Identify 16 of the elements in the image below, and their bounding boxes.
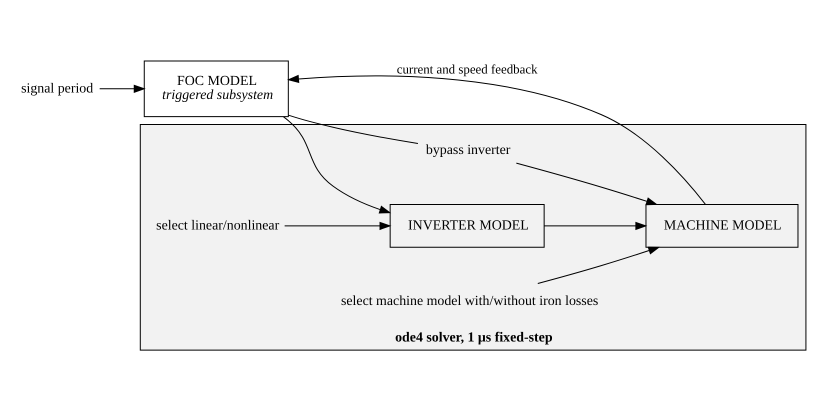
node-box: INVERTER MODEL	[390, 204, 545, 248]
node-text: bypass inverter	[426, 143, 510, 158]
node-text: signal period	[21, 81, 94, 96]
arrow	[282, 116, 392, 214]
arrow	[284, 222, 392, 230]
arrow	[287, 74, 706, 206]
arrow	[544, 222, 648, 230]
edge-label: current and speed feedback	[396, 61, 538, 76]
connector	[288, 114, 418, 144]
arrow	[537, 246, 660, 284]
node-text: select linear/nonlinear	[156, 218, 280, 234]
node-box: MACHINE MODEL	[645, 204, 798, 248]
node-box: FOC MODEL triggered subsystem	[144, 60, 289, 118]
arrow	[99, 84, 146, 93]
arrow	[516, 162, 658, 206]
node-text: select machine model with/without iron losses	[340, 294, 598, 310]
